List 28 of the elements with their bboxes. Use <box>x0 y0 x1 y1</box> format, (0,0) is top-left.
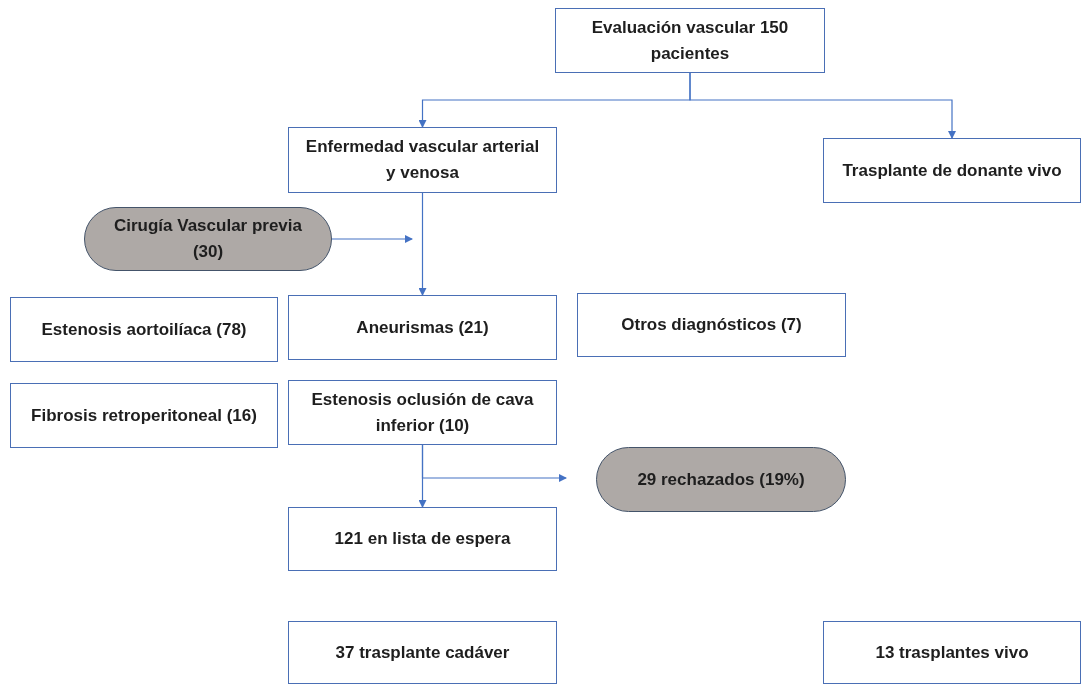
box-label: 121 en lista de espera <box>334 528 511 550</box>
arrow <box>418 192 427 296</box>
box-label: 13 trasplantes vivo <box>875 641 1029 664</box>
process-box <box>288 380 557 445</box>
box-label: 29 rechazados (19%) <box>637 468 805 491</box>
box-label: Aneurismas (21) <box>356 316 489 339</box>
process-box <box>288 621 557 684</box>
box-label: Estenosis oclusión de cava inferior (10) <box>310 388 535 437</box>
box-label: Enfermedad vascular arterial y venosa <box>304 136 541 184</box>
arrow <box>331 235 413 243</box>
process-box <box>288 127 557 193</box>
process-box <box>288 295 557 360</box>
process-box <box>288 507 557 571</box>
arrow <box>689 72 956 139</box>
process-box <box>823 621 1081 684</box>
box-label: Estenosis aortoilíaca (78) <box>41 318 247 341</box>
arrow <box>421 444 567 482</box>
process-box <box>10 297 278 362</box>
box-label: Fibrosis retroperitoneal (16) <box>31 404 257 427</box>
box-label: 37 trasplante cadáver <box>335 641 510 664</box>
box-label: Evaluación vascular 150 pacientes <box>590 16 790 65</box>
process-box <box>555 8 825 73</box>
box-label: Cirugía Vascular previa (30) <box>112 215 303 263</box>
process-box <box>10 383 278 448</box>
box-label: Otros diagnósticos (7) <box>621 314 802 336</box>
process-box <box>823 138 1081 203</box>
box-label: Trasplante de donante vivo <box>842 159 1062 182</box>
process-box <box>577 293 846 357</box>
